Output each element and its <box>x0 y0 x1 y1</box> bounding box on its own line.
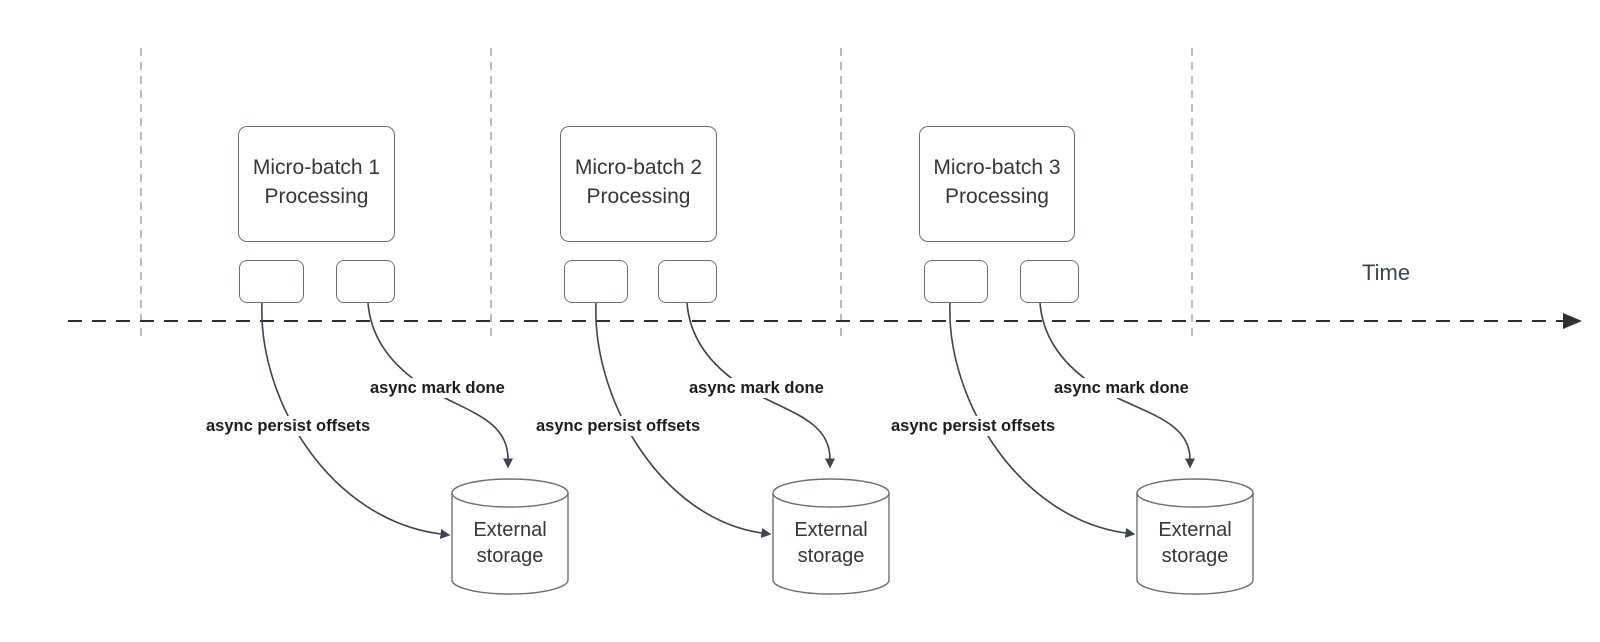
micro-batch-3-processing-box: Micro-batch 3 Processing <box>919 126 1075 242</box>
persist-task-box-1 <box>239 260 304 303</box>
mark-done-label-3: async mark done <box>1051 378 1192 398</box>
external-storage-cylinder-1: External storage <box>451 478 569 595</box>
micro-batch-3-title-line1: Micro-batch 3 <box>933 156 1061 179</box>
persist-offsets-connector-3 <box>949 302 1136 538</box>
micro-batch-1-title-line2: Processing <box>264 185 369 208</box>
storage-label-line2: storage <box>1161 545 1229 567</box>
mark-done-label-1: async mark done <box>367 378 508 398</box>
micro-batch-2-title-line1: Micro-batch 2 <box>574 156 703 179</box>
time-axis-label: Time <box>1362 260 1411 285</box>
mark-done-task-box-3 <box>1020 260 1079 303</box>
persist-offsets-connector-2 <box>595 302 772 538</box>
mark-done-task-box-2 <box>658 260 717 303</box>
external-storage-cylinder-3: External storage <box>1136 478 1254 595</box>
storage-label-line1: External <box>1158 519 1232 541</box>
storage-label-line2: storage <box>476 545 544 567</box>
persist-offsets-connector-1 <box>261 302 451 539</box>
persist-offsets-label-1: async persist offsets <box>203 416 374 436</box>
cylinder-shape-icon <box>1136 478 1254 595</box>
time-axis-arrowhead-icon <box>1563 313 1582 329</box>
storage-label-line1: External <box>473 519 547 541</box>
persist-task-box-3 <box>924 260 988 303</box>
persist-task-box-2 <box>564 260 628 303</box>
micro-batch-2-processing-box: Micro-batch 2 Processing <box>560 126 717 242</box>
micro-batch-1-title-line1: Micro-batch 1 <box>252 156 381 179</box>
persist-offsets-label-2: async persist offsets <box>533 416 704 436</box>
persist-offsets-label-3: async persist offsets <box>888 416 1059 436</box>
mark-done-task-box-1 <box>336 260 395 303</box>
cylinder-shape-icon <box>451 478 569 595</box>
mark-done-label-2: async mark done <box>686 378 827 398</box>
micro-batch-1-processing-box: Micro-batch 1 Processing <box>238 126 395 242</box>
storage-label-line1: External <box>794 519 868 541</box>
micro-batch-3-title-line2: Processing <box>945 185 1049 208</box>
cylinder-shape-icon <box>772 478 890 595</box>
storage-label-line2: storage <box>797 545 865 567</box>
micro-batch-2-title-line2: Processing <box>586 185 691 208</box>
external-storage-cylinder-2: External storage <box>772 478 890 595</box>
